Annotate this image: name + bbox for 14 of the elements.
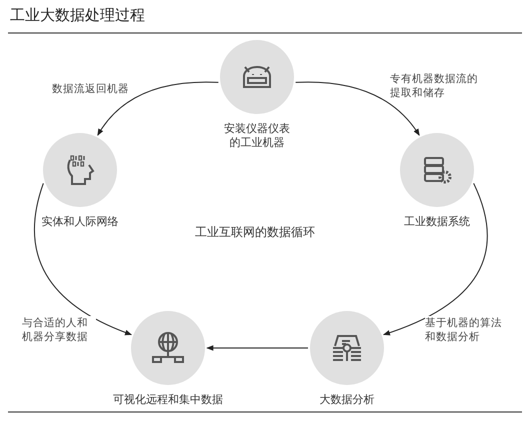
arrow <box>295 82 420 136</box>
node-label: 工业数据系统 <box>403 215 471 229</box>
edge-label: 数据流返回机器 <box>52 82 129 96</box>
arrow <box>34 182 132 336</box>
node-label: 可视化远程和集中数据 <box>112 393 224 407</box>
diagram-heading: 工业互联网的数据循环 <box>195 224 315 241</box>
edge-label: 与合适的人和机器分享数据 <box>22 316 96 344</box>
node-label: 大数据分析 <box>318 393 376 407</box>
arrow <box>97 82 219 136</box>
node-label: 安装仪器仪表的工业机器 <box>223 122 291 150</box>
arrow <box>383 182 488 336</box>
arrow <box>206 345 308 351</box>
node-label: 实体和人际网络 <box>40 215 120 229</box>
title: 工业大数据处理过程 <box>10 6 145 25</box>
